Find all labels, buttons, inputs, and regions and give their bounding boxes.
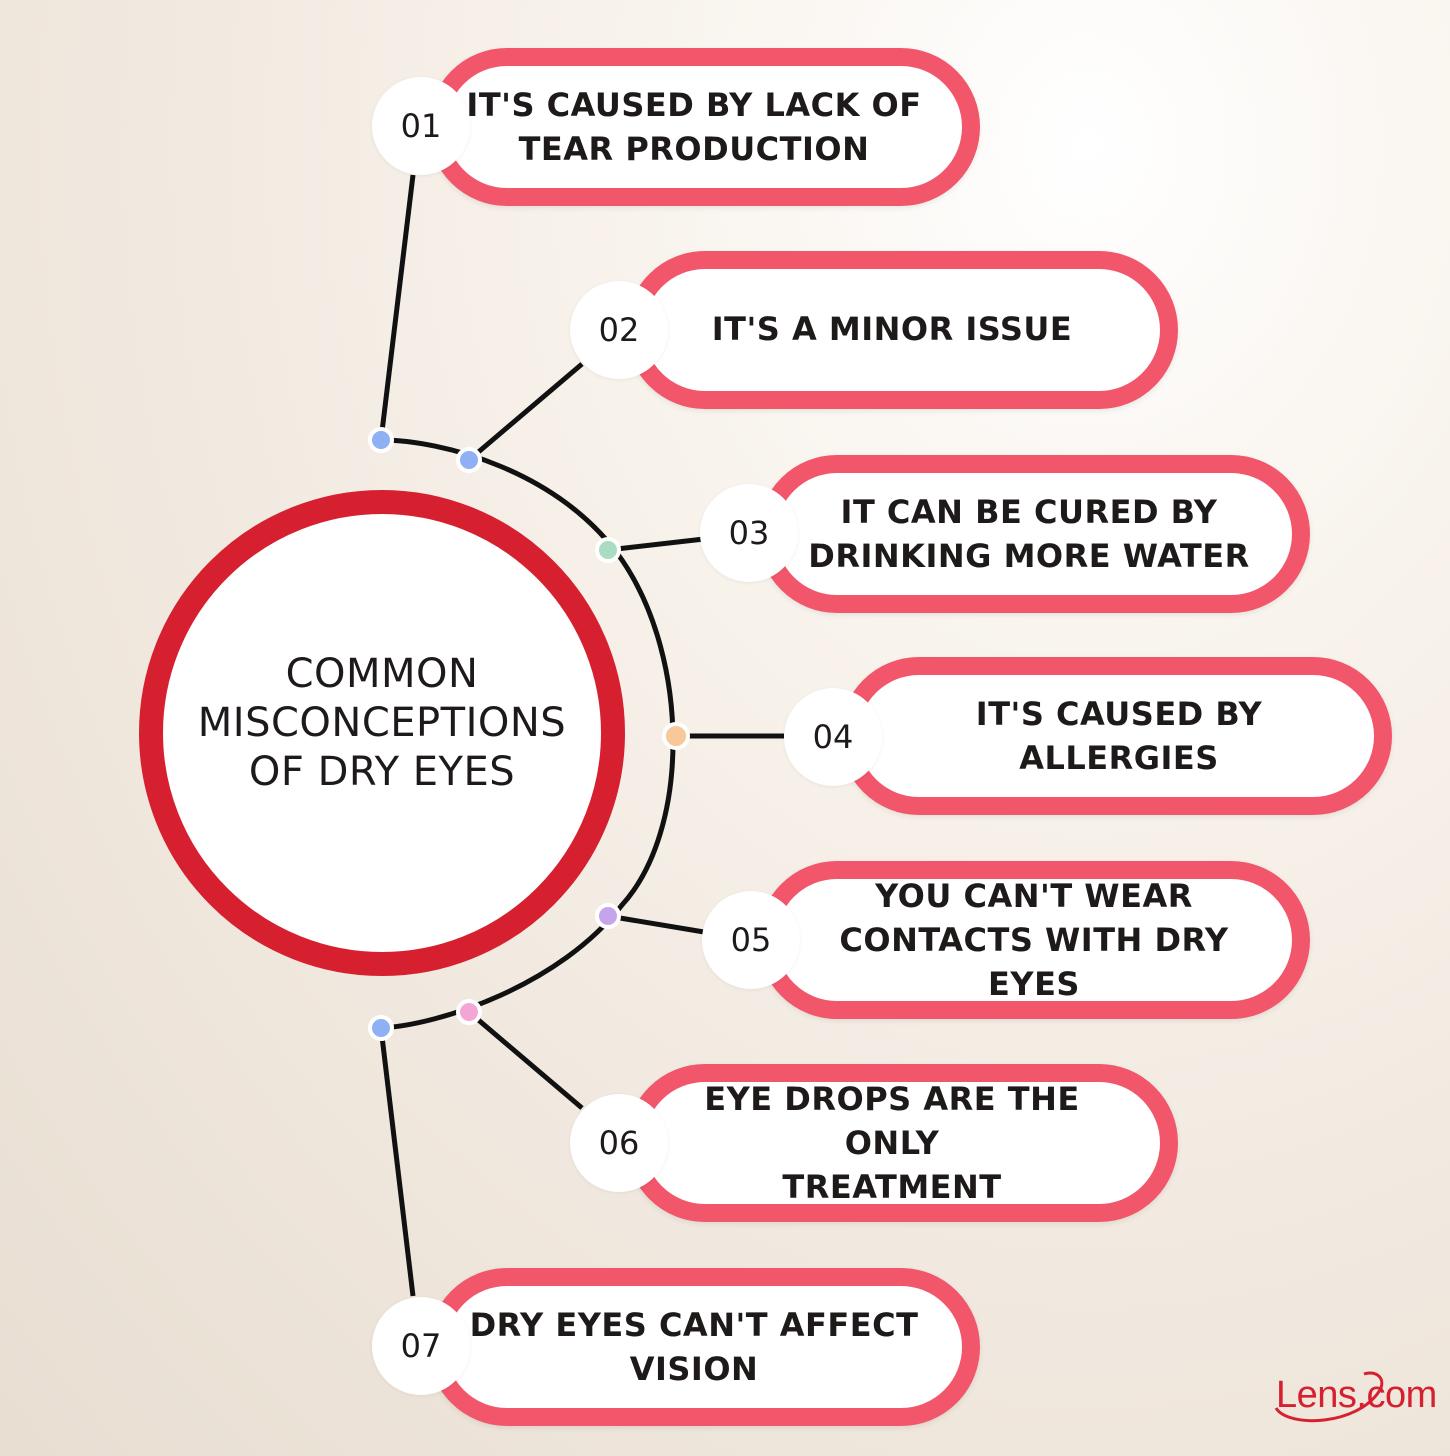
lens-com-logo: Lens.com xyxy=(1268,1368,1438,1428)
number-badge-06: 06 xyxy=(570,1094,668,1192)
branch-line-07 xyxy=(378,1027,416,1297)
branch-line-02 xyxy=(467,362,584,462)
branch-line-03 xyxy=(607,536,705,553)
misconception-pill-05: YOU CAN'T WEAR CONTACTS WITH DRY EYES xyxy=(758,861,1310,1019)
connector-dot-02 xyxy=(456,447,482,473)
misconception-text-03: IT CAN BE CURED BY DRINKING MORE WATER xyxy=(808,493,1250,575)
misconception-text-06: EYE DROPS ARE THE ONLY TREATMENT xyxy=(704,1080,1080,1206)
misconception-text-01: IT'S CAUSED BY LACK OF TEAR PRODUCTION xyxy=(466,86,922,168)
number-badge-03: 03 xyxy=(700,484,798,582)
logo-text: Lens.com xyxy=(1276,1374,1437,1416)
number-badge-05: 05 xyxy=(702,891,800,989)
branch-line-06 xyxy=(467,1010,584,1110)
branch-line-01 xyxy=(378,174,416,441)
number-badge-07: 07 xyxy=(372,1297,470,1395)
branch-line-05 xyxy=(607,913,705,935)
center-circle: COMMON MISCONCEPTIONS OF DRY EYES xyxy=(139,490,625,976)
connector-dot-06 xyxy=(456,999,482,1025)
misconception-text-04: IT'S CAUSED BY ALLERGIES xyxy=(975,695,1263,777)
connector-dot-07 xyxy=(368,1015,394,1041)
misconception-pill-03: IT CAN BE CURED BY DRINKING MORE WATER xyxy=(758,455,1310,613)
misconception-pill-02: IT'S A MINOR ISSUE xyxy=(626,251,1178,409)
number-badge-04: 04 xyxy=(784,688,882,786)
misconception-text-02: IT'S A MINOR ISSUE xyxy=(711,310,1073,348)
connector-dot-01 xyxy=(368,427,394,453)
misconception-pill-07: DRY EYES CAN'T AFFECT VISION xyxy=(428,1268,980,1426)
connector-dot-03 xyxy=(595,537,621,563)
logo-swoosh-icon xyxy=(1274,1371,1384,1423)
misconception-pill-04: IT'S CAUSED BY ALLERGIES xyxy=(840,657,1392,815)
center-title: COMMON MISCONCEPTIONS OF DRY EYES xyxy=(197,650,567,795)
number-badge-02: 02 xyxy=(570,281,668,379)
connector-dot-05 xyxy=(595,903,621,929)
misconception-text-05: YOU CAN'T WEAR CONTACTS WITH DRY EYES xyxy=(839,877,1229,1003)
number-badge-01: 01 xyxy=(372,77,470,175)
connector-dot-04 xyxy=(662,722,690,750)
misconception-pill-01: IT'S CAUSED BY LACK OF TEAR PRODUCTION xyxy=(428,48,980,206)
misconception-text-07: DRY EYES CAN'T AFFECT VISION xyxy=(469,1306,919,1388)
misconception-pill-06: EYE DROPS ARE THE ONLY TREATMENT xyxy=(626,1064,1178,1222)
